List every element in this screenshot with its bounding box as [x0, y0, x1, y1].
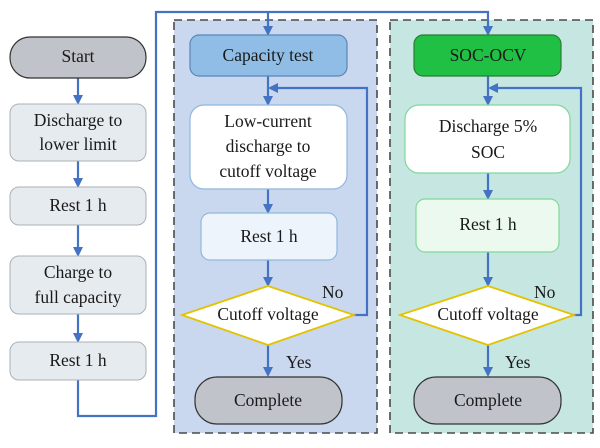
- soc-yes-label: Yes: [505, 352, 531, 372]
- discharge-5-soc-label-1: Discharge 5%: [439, 116, 537, 136]
- capacity-no-label: No: [322, 282, 344, 302]
- capacity-rest-node: [200, 212, 338, 261]
- capacity-rest-label: Rest 1 h: [240, 226, 298, 246]
- discharge-lower-limit-label-1: Discharge to: [34, 110, 123, 130]
- low-current-discharge-node: [189, 104, 348, 190]
- discharge-lower-limit-node: [9, 103, 147, 162]
- capacity-test-title-label: Capacity test: [223, 45, 314, 65]
- capacity-complete-node: [194, 376, 343, 425]
- low-current-discharge-label-2: discharge to: [226, 136, 311, 156]
- soc-complete-node: [413, 376, 562, 425]
- capacity-yes-label: Yes: [286, 352, 312, 372]
- capacity-cutoff-decision: [179, 285, 357, 346]
- feed-line-to-soc: [76, 10, 493, 418]
- arrow-soc-decision-no-loop: [488, 83, 583, 317]
- discharge-lower-limit-label-2: lower limit: [39, 134, 116, 154]
- discharge-5-soc-node: [404, 104, 571, 174]
- charge-full-capacity-label-2: full capacity: [35, 287, 122, 307]
- start-node: [9, 36, 147, 79]
- capacity-cutoff-decision-label: Cutoff voltage: [217, 304, 318, 324]
- charge-full-capacity-label-1: Charge to: [44, 262, 112, 282]
- soc-complete-label: Complete: [454, 390, 522, 410]
- low-current-discharge-label-1: Low-current: [224, 111, 312, 131]
- soc-no-label: No: [534, 282, 556, 302]
- soc-rest-label: Rest 1 h: [459, 214, 517, 234]
- connectors: [73, 10, 583, 418]
- charge-full-capacity-node: [9, 255, 147, 315]
- rest-label-2: Rest 1 h: [49, 350, 107, 370]
- capacity-complete-label: Complete: [234, 390, 302, 410]
- soc-ocv-title: [413, 34, 562, 77]
- discharge-5-soc-label-2: SOC: [471, 142, 505, 162]
- capacity-test-title: [189, 34, 348, 77]
- rest-label-1: Rest 1 h: [49, 195, 107, 215]
- arrow-capacity-decision-no-loop: [268, 83, 369, 317]
- soc-rest-node: [415, 198, 560, 253]
- soc-ocv-title-label: SOC-OCV: [450, 45, 527, 65]
- soc-cutoff-decision-label: Cutoff voltage: [437, 304, 538, 324]
- rest-node-1: [9, 186, 147, 226]
- start-label: Start: [61, 46, 94, 66]
- rest-node-2: [9, 341, 147, 381]
- low-current-discharge-label-3: cutoff voltage: [219, 161, 317, 181]
- soc-cutoff-decision: [397, 285, 577, 346]
